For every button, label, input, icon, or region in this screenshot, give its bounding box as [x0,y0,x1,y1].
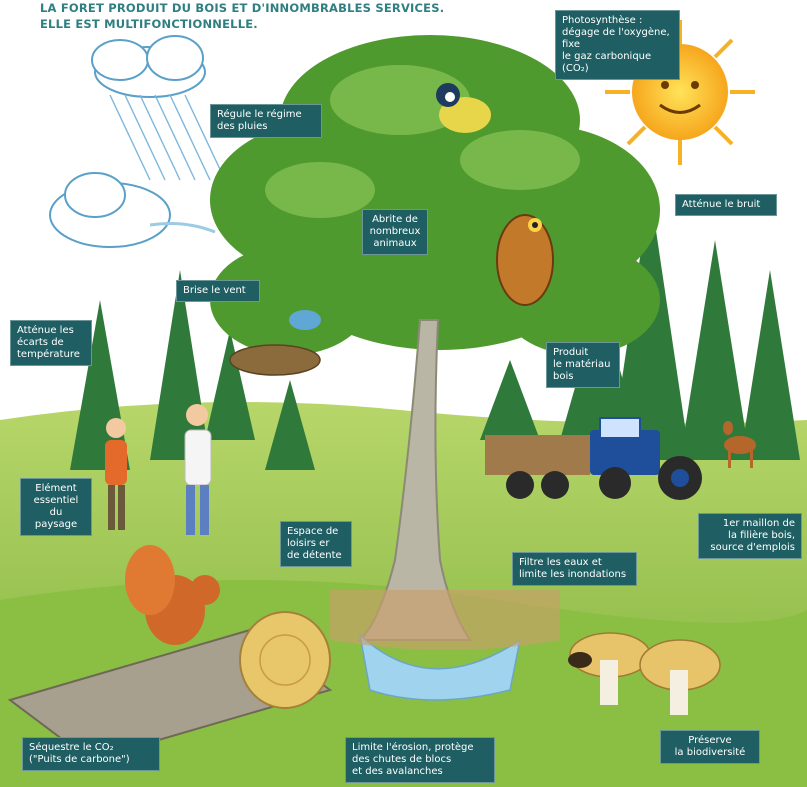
label-landscape: Elément essentiel du paysage [20,478,92,536]
soil-section [330,590,560,650]
label-carbon-sink: Séquestre le CO₂ ("Puits de carbone") [22,737,160,771]
label-biodiversity: Préserve la biodiversité [660,730,760,764]
rain-cloud [91,35,226,181]
tractor [485,417,702,500]
label-windbreak: Brise le vent [176,280,260,302]
heading-line-1: LA FORET PRODUIT DU BOIS ET D'INNOMBRABL… [40,1,445,15]
label-wood-industry: 1er maillon de la filière bois, source d… [698,513,802,559]
label-temperature: Atténue les écarts de température [10,320,92,366]
deer [723,421,756,468]
squirrel-and-log [7,545,333,762]
label-water-filtering: Filtre les eaux et limite les inondation… [512,552,637,586]
heading-line-2: ELLE EST MULTIFONCTIONNELLE. [40,17,258,31]
hikers [105,404,212,535]
tree-canopy-highlights [265,65,580,218]
label-erosion: Limite l'érosion, protège des chutes de … [345,737,495,783]
label-rainfall: Régule le régime des pluies [210,104,322,138]
mushrooms [568,632,721,715]
wind-cloud [49,172,216,248]
page-heading: LA FORET PRODUIT DU BOIS ET D'INNOMBRABL… [40,0,444,32]
label-wood-material: Produit le matériau bois [546,342,620,388]
label-leisure: Espace de loisirs er de détente [280,521,352,567]
tit-bird [436,83,491,133]
label-photosynthesis: Photosynthèse : dégage de l'oxygène, fix… [555,10,680,80]
label-animal-shelter: Abrite de nombreux animaux [362,209,428,255]
nest [229,310,321,376]
label-noise: Atténue le bruit [675,194,777,216]
owl [496,214,554,306]
